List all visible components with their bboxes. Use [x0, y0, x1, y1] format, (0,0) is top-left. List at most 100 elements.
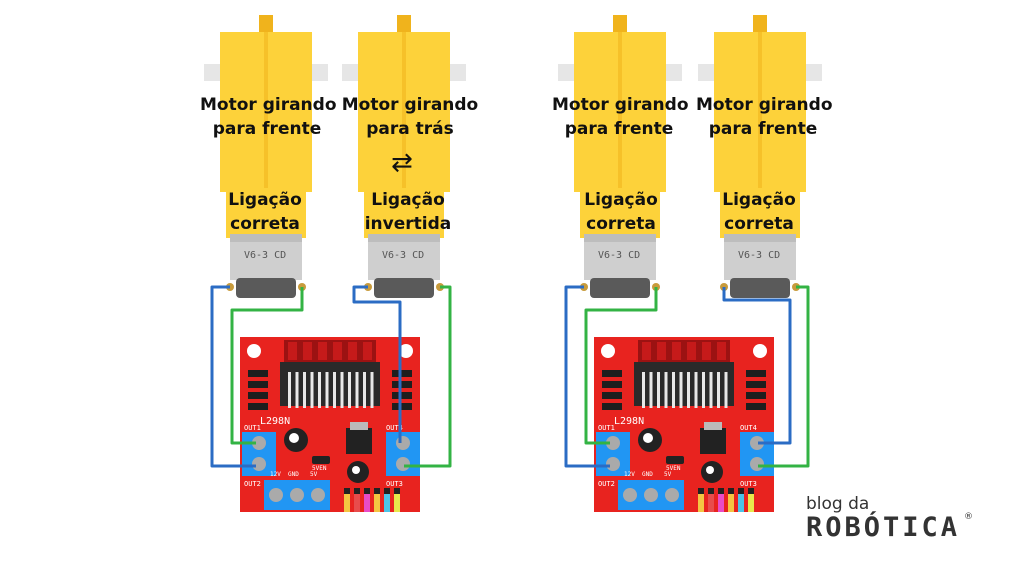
board-5ven-jumper: [312, 456, 330, 464]
board-12v-label: 12V: [624, 471, 635, 478]
board-out2-label: OUT2: [598, 480, 615, 488]
wire-m1-green: [230, 287, 304, 445]
motor-shaft: [259, 15, 273, 35]
wire-m3-blue: [564, 285, 610, 468]
board-diode: [248, 381, 268, 388]
board-heatsink-fin: [333, 342, 342, 360]
motor-can-top: [584, 234, 656, 242]
board-12v-label: 12V: [270, 471, 281, 478]
board-diode: [392, 370, 412, 377]
board-heatsink-top: [638, 340, 730, 362]
wire-m2-green: [404, 285, 452, 468]
board-screw: [290, 488, 304, 502]
wire-m4-green: [758, 285, 810, 468]
board-regulator: [700, 428, 726, 454]
motor-2: V6-3 CD: [342, 15, 466, 298]
board-chip-pin: [664, 372, 668, 408]
board-chip-pin: [288, 372, 291, 408]
board-capacitor-top: [289, 433, 299, 443]
board-chip-pin: [672, 372, 675, 408]
board-diode: [602, 381, 622, 388]
board-heatsink-fin: [348, 342, 357, 360]
motor-can-top: [230, 234, 302, 242]
board-screw: [252, 436, 266, 450]
board-chip-pin: [295, 372, 299, 408]
motor-endcap: [374, 278, 434, 298]
board-mount-hole: [753, 344, 767, 358]
reverse-arrows-icon: ⇄: [391, 148, 413, 178]
board-chip-pin: [709, 372, 713, 408]
wire-m2-blue: [352, 285, 402, 443]
board-diode: [746, 381, 766, 388]
board-gnd-label: GND: [642, 471, 653, 478]
blog-da-robotica-logo: blog da ROBÓTICA ®: [806, 494, 976, 544]
board-screw: [644, 488, 658, 502]
board-screw: [269, 488, 283, 502]
board-header-wire: [718, 492, 724, 512]
board-capacitor-2-top: [706, 466, 714, 474]
board-header-wire: [364, 492, 370, 512]
motor-4: V6-3 CD: [698, 15, 822, 298]
board-out2-label: OUT2: [244, 480, 261, 488]
board-screw: [750, 457, 764, 471]
board-chip-pin: [325, 372, 329, 408]
board-header-pin: [374, 488, 380, 494]
board-header-pin: [748, 488, 754, 494]
motor-shaft: [753, 15, 767, 35]
board-chip-pin: [370, 372, 374, 408]
logo-reg-mark: ®: [964, 512, 973, 522]
board-header-pin: [728, 488, 734, 494]
board-mount-hole: [601, 344, 615, 358]
board-header-pin: [698, 488, 704, 494]
board-capacitor-2-top: [352, 466, 360, 474]
board-header-pin: [364, 488, 370, 494]
board-diode: [746, 370, 766, 377]
board-header-wire: [354, 492, 360, 512]
motor-gearbox-seam: [264, 32, 268, 192]
board-chip-pin: [363, 372, 366, 408]
board-diode: [392, 392, 412, 399]
motor-shaft: [397, 15, 411, 35]
motor-1: V6-3 CD: [204, 15, 328, 298]
logo-line1: blog da: [806, 494, 870, 514]
board-5ven-jumper: [666, 456, 684, 464]
board-header-pin: [738, 488, 744, 494]
board-chip-pin: [657, 372, 660, 408]
board-chip-pin: [724, 372, 728, 408]
motor-band: [364, 188, 444, 238]
board-mount-hole: [247, 344, 261, 358]
board-diode: [392, 381, 412, 388]
motor-can-top: [724, 234, 796, 242]
motor-can-top: [368, 234, 440, 242]
board-chip-pin: [717, 372, 720, 408]
board-heatsink-top: [284, 340, 376, 362]
board-heatsink-fin: [672, 342, 681, 360]
board-header-wire: [708, 492, 714, 512]
motor-endcap: [590, 278, 650, 298]
board-chip-pin: [355, 372, 359, 408]
board-chip-pin: [303, 372, 306, 408]
board-diode: [746, 392, 766, 399]
board-diode: [602, 370, 622, 377]
board-screw: [750, 436, 764, 450]
board-out4-label: OUT4: [386, 424, 403, 432]
wire-m3-green: [584, 287, 658, 445]
board-header-wire: [394, 492, 400, 512]
board-heatsink-fin: [303, 342, 312, 360]
board-diode: [602, 403, 622, 410]
board-mount-hole: [399, 344, 413, 358]
board-chip-pin: [694, 372, 698, 408]
board-chip-pin: [348, 372, 351, 408]
board-header-pin: [708, 488, 714, 494]
board-5v-label: 5V: [310, 471, 318, 478]
board-diode: [746, 403, 766, 410]
board-heatsink-fin: [717, 342, 726, 360]
board-heatsink-fin: [642, 342, 651, 360]
motor-stamp: V6-3 CD: [598, 250, 640, 261]
motor-stamp: V6-3 CD: [738, 250, 780, 261]
logo-line2: ROBÓTICA: [806, 512, 961, 543]
